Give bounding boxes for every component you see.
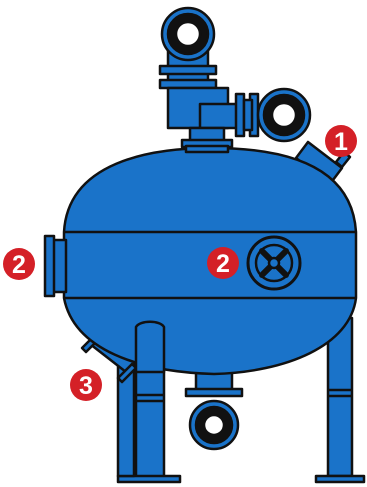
callout-3-label: 3: [79, 372, 93, 400]
manway-hatch-icon: [246, 235, 302, 291]
callout-3: 3: [70, 369, 102, 401]
flange-icon: [158, 64, 218, 76]
pipe-end-icon: [160, 6, 216, 62]
pipe-end-icon: [188, 399, 240, 451]
callout-1: 1: [325, 125, 357, 157]
bottom-outlet-pipe: [184, 368, 244, 451]
top-inlet-piping: [158, 6, 312, 154]
callout-2-front: 2: [207, 247, 239, 279]
foot-right: [314, 474, 366, 484]
side-manway-left: [43, 234, 68, 298]
flange-icon: [43, 234, 56, 298]
callout-2-left: 2: [3, 248, 35, 280]
callout-2-left-label: 2: [12, 251, 26, 279]
callout-2-front-label: 2: [216, 250, 230, 278]
callout-1-label: 1: [334, 128, 348, 156]
foot-left: [116, 474, 182, 484]
pipe-end-icon: [256, 87, 312, 143]
front-leg-top: [134, 320, 166, 374]
